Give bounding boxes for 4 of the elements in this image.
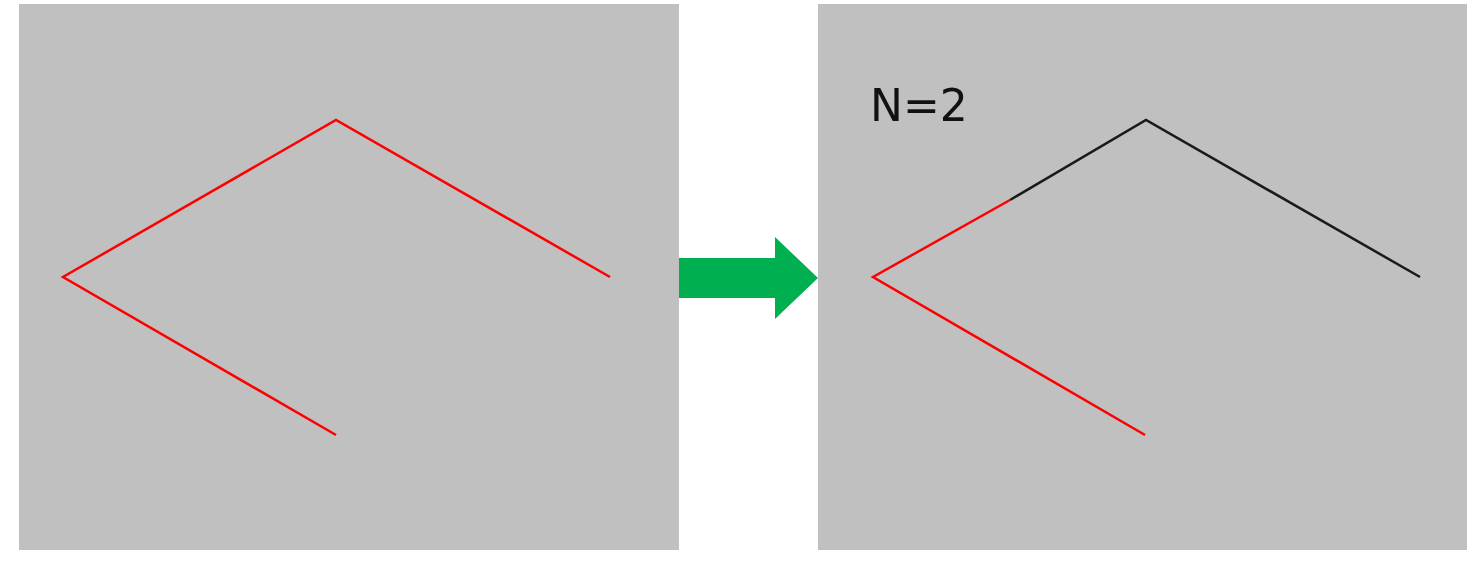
canvas-panel [818, 4, 1467, 550]
count-label: N=2 [870, 84, 968, 128]
canvas-panel [19, 4, 679, 550]
arrow [679, 237, 818, 319]
